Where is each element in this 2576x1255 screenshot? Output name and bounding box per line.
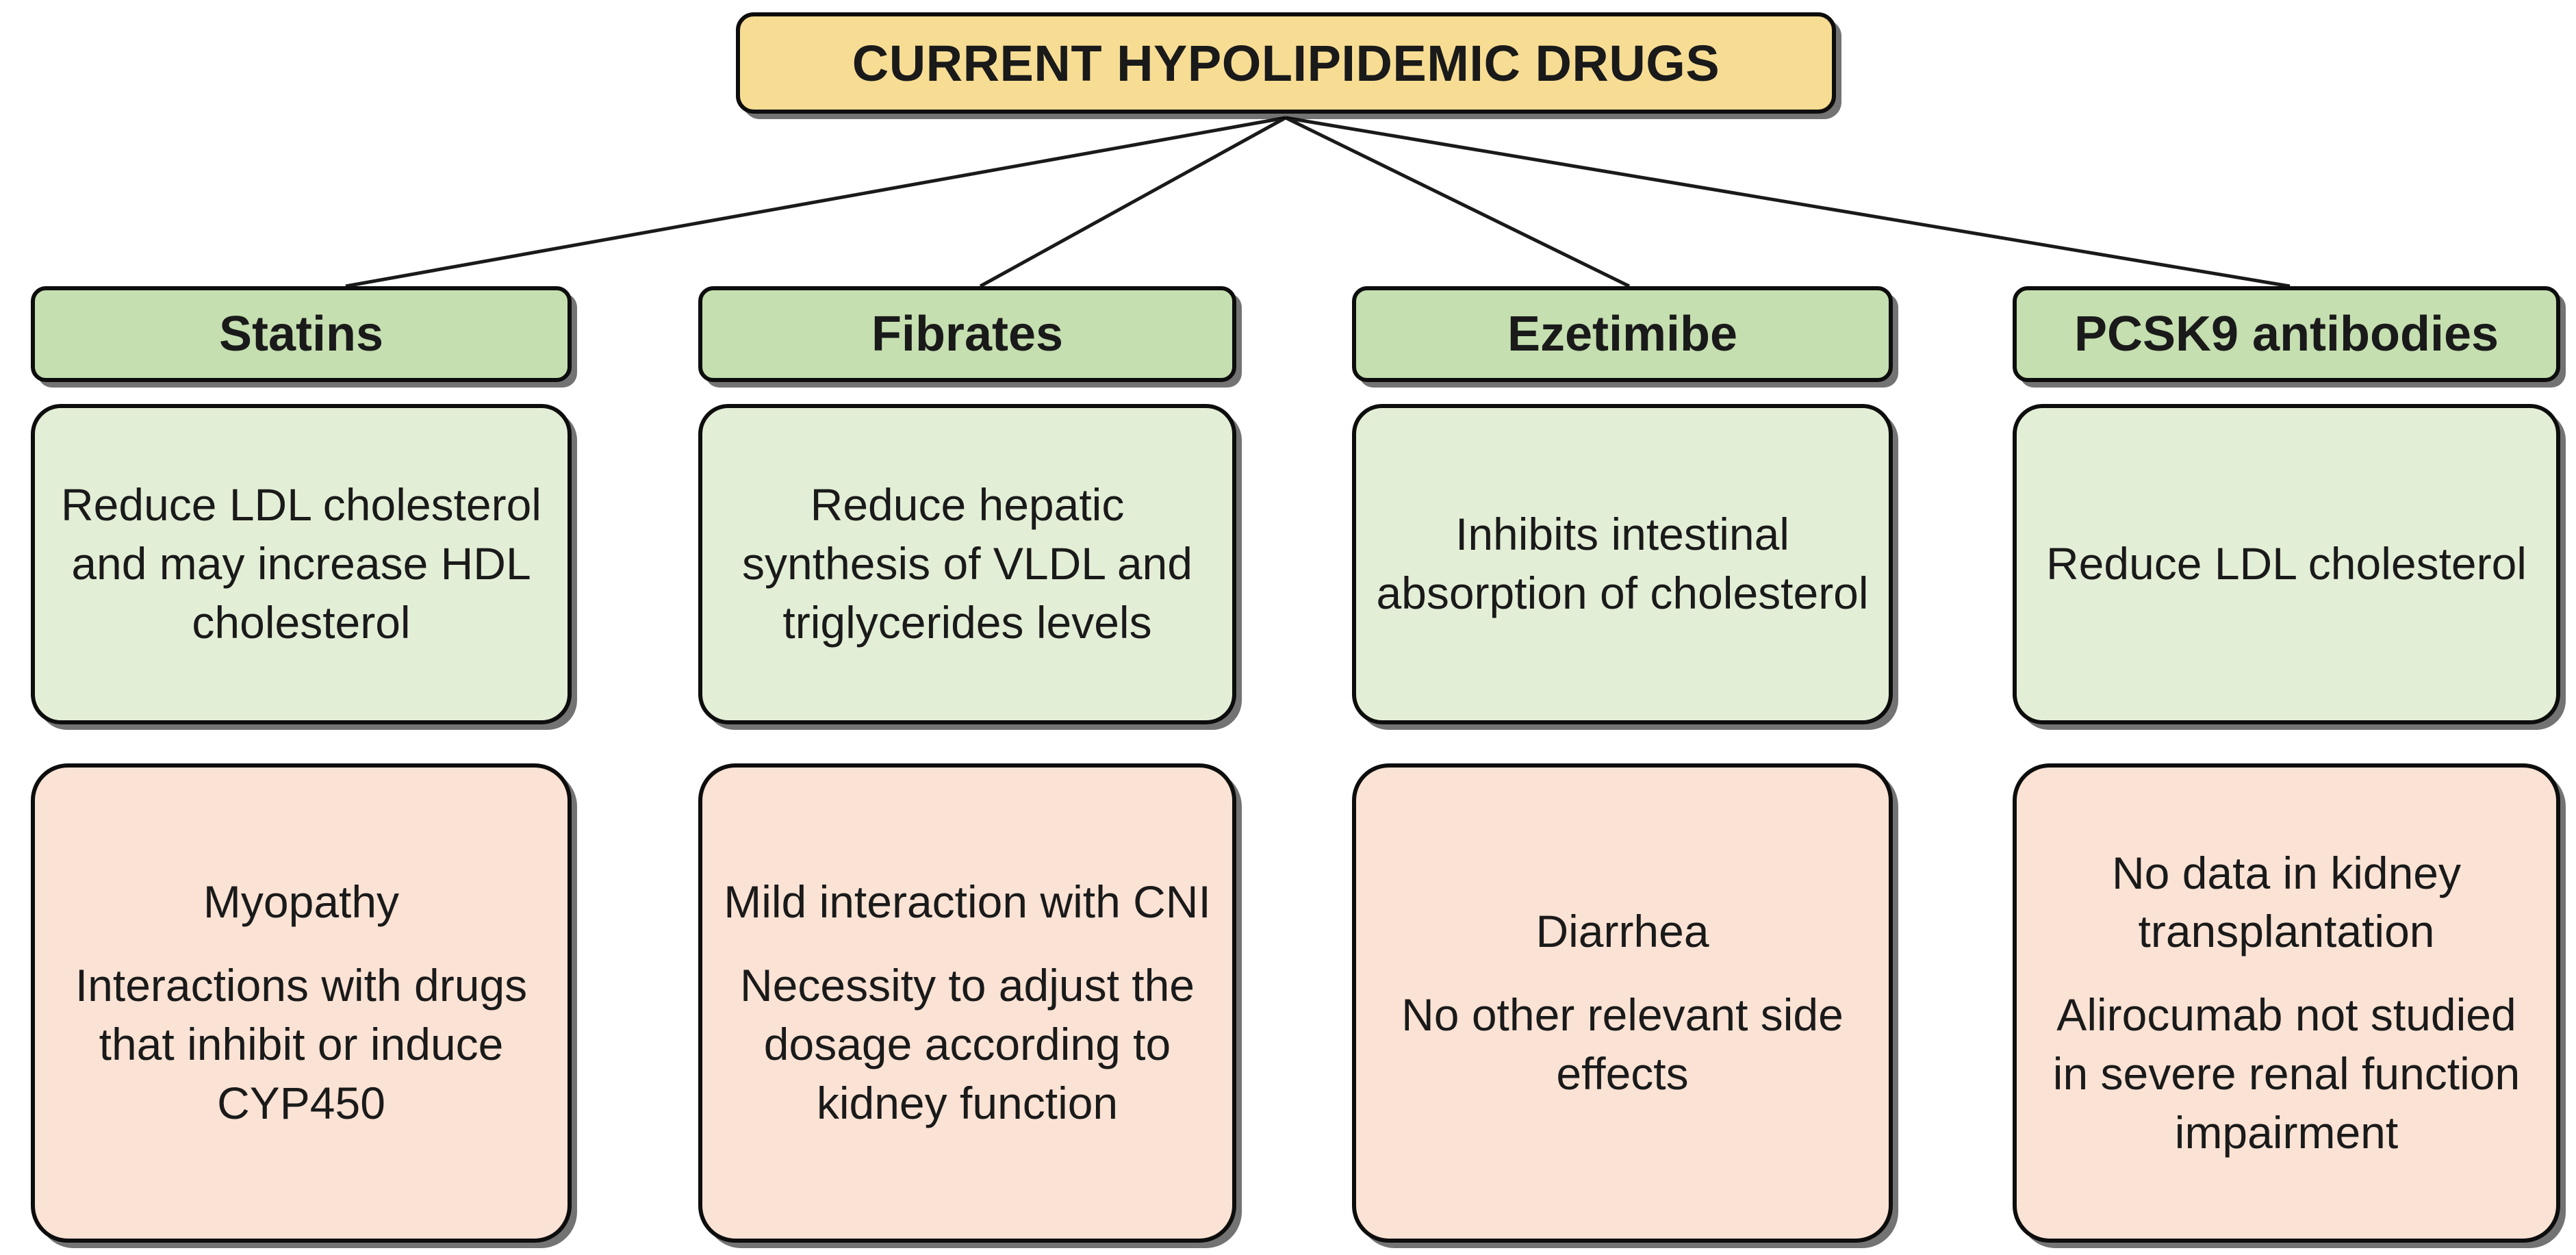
adverse-effects-node-fibrates: Mild interaction with CNI Necessity to a… xyxy=(698,763,1236,1243)
adverse-effects-node-statins: Myopathy Interactions with drugs that in… xyxy=(31,763,572,1243)
header-node-fibrates: Fibrates xyxy=(698,286,1236,382)
adverse-effect-item: Diarrhea xyxy=(1535,906,1709,957)
adverse-effect-item: No other relevant side effects xyxy=(1401,989,1844,1099)
connector-root-to-ezetimibe xyxy=(1284,116,1631,288)
adverse-effect-item: Necessity to adjust the dosage according… xyxy=(740,960,1195,1128)
root-node-current-hypolipidemic-drugs: CURRENT HYPOLIPIDEMIC DRUGS xyxy=(736,12,1836,114)
header-node-ezetimibe: Ezetimibe xyxy=(1352,286,1893,382)
mechanism-node-ezetimibe: Inhibits intestinal absorption of choles… xyxy=(1352,404,1893,724)
adverse-effect-item: No data in kidney transplantation xyxy=(2112,847,2461,957)
mechanism-node-statins: Reduce LDL cholesterol and may increase … xyxy=(31,404,572,724)
adverse-effects-node-pcsk9-antibodies: No data in kidney transplantation Aliroc… xyxy=(2013,763,2560,1243)
connector-root-to-pcsk9 xyxy=(1285,116,2291,288)
adverse-effect-item: Interactions with drugs that inhibit or … xyxy=(75,960,528,1128)
adverse-effects-node-ezetimibe: Diarrhea No other relevant side effects xyxy=(1352,763,1893,1243)
connector-root-to-statins xyxy=(345,116,1286,288)
header-node-pcsk9-antibodies: PCSK9 antibodies xyxy=(2013,286,2560,382)
mechanism-node-fibrates: Reduce hepatic synthesis of VLDL and tri… xyxy=(698,404,1236,724)
connector-root-to-fibrates xyxy=(979,116,1287,288)
mechanism-node-pcsk9-antibodies: Reduce LDL cholesterol xyxy=(2013,404,2560,724)
header-node-statins: Statins xyxy=(31,286,572,382)
adverse-effect-item: Mild interaction with CNI xyxy=(724,876,1211,928)
adverse-effect-item: Alirocumab not studied in severe renal f… xyxy=(2052,989,2521,1158)
adverse-effect-item: Myopathy xyxy=(203,876,400,928)
